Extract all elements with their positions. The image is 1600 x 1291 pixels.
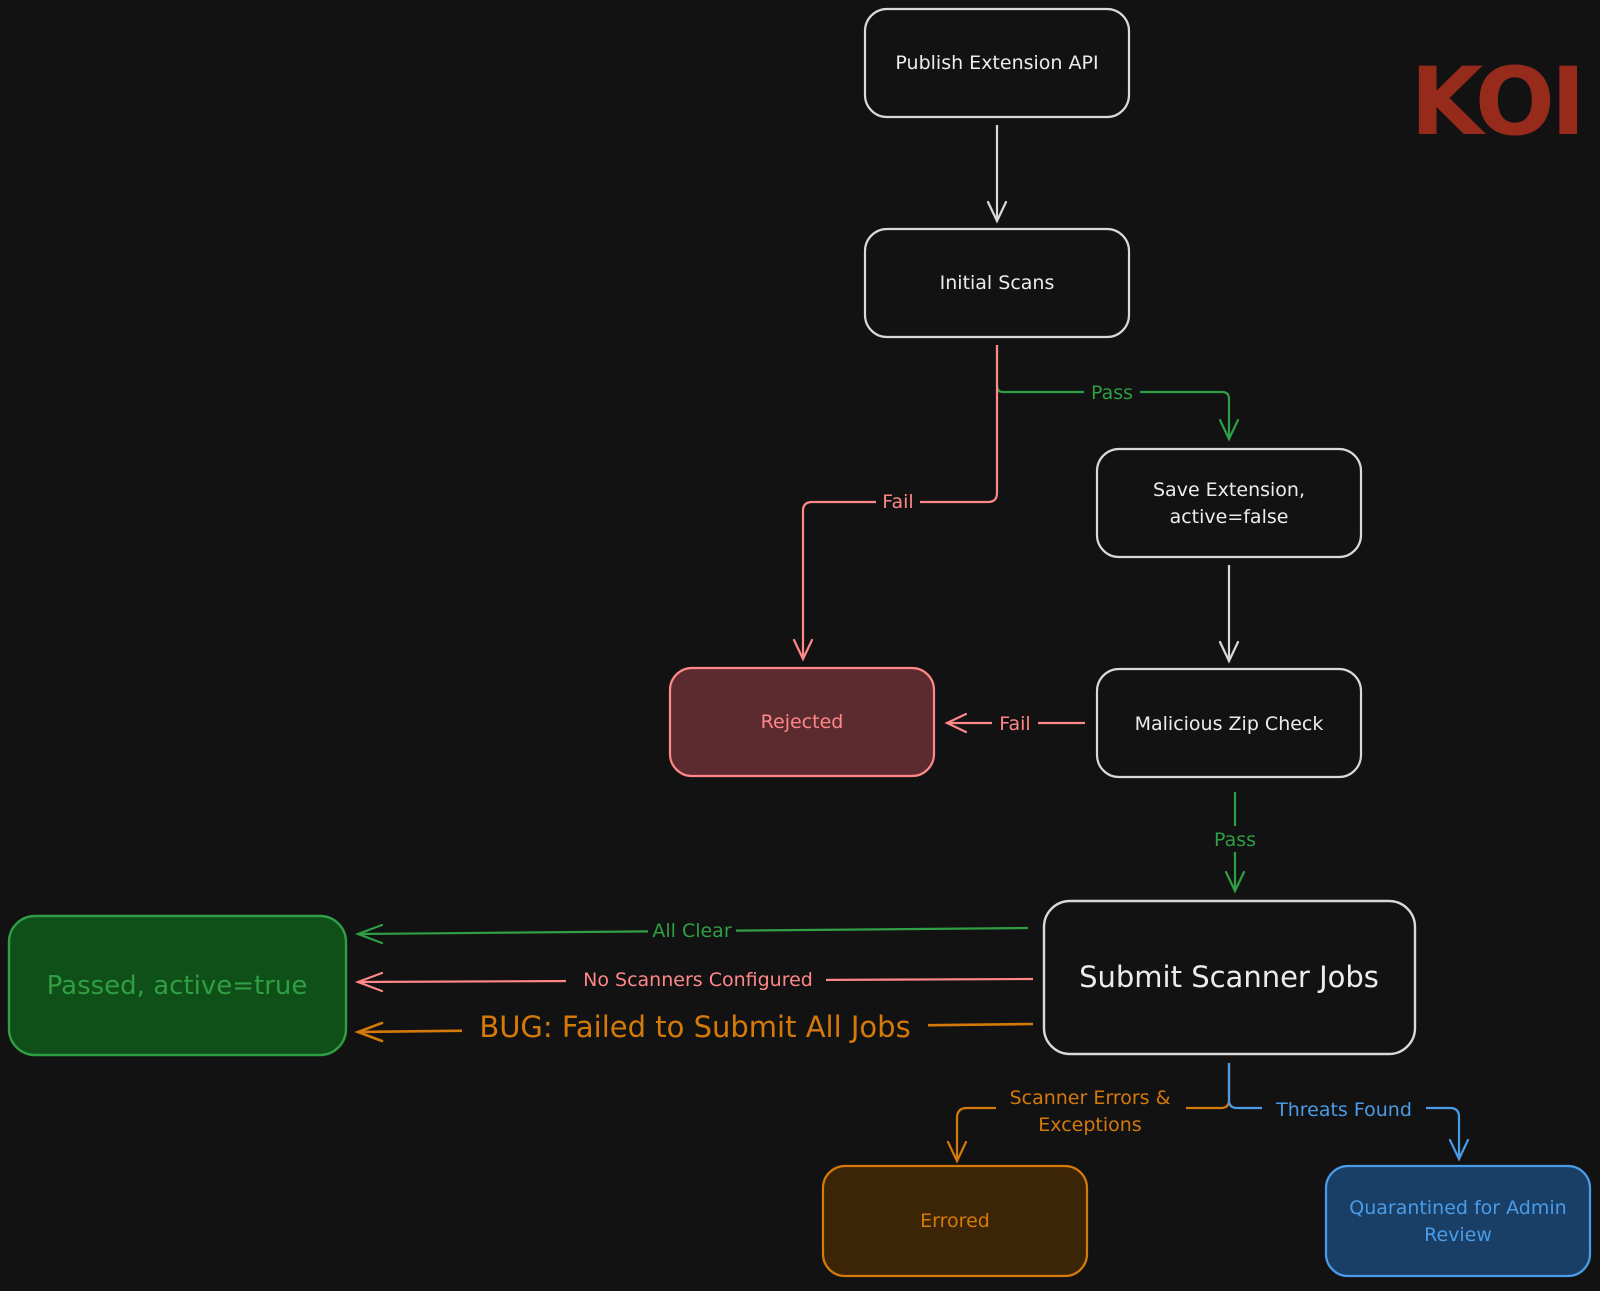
- edge-label-pass: Pass: [1091, 382, 1133, 404]
- node-label: Publish Extension API: [895, 52, 1098, 74]
- node-label: Initial Scans: [940, 272, 1055, 294]
- edge-initial-to-save-pass: Pass: [995, 345, 1240, 442]
- logo-text: KOI: [1410, 48, 1582, 157]
- edge-label-fail: Fail: [999, 713, 1030, 735]
- edge-submit-to-errored: Scanner Errors & Exceptions: [946, 1063, 1231, 1164]
- edge-submit-to-passed-all-clear: All Clear: [354, 918, 1029, 945]
- node-label: Malicious Zip Check: [1135, 713, 1324, 735]
- node-submit-scanner-jobs: Submit Scanner Jobs: [1042, 899, 1417, 1056]
- node-label: Rejected: [761, 711, 844, 733]
- edge-label-threats-found: Threats Found: [1275, 1099, 1412, 1121]
- node-label: Errored: [920, 1210, 990, 1232]
- edge-label-all-clear: All Clear: [652, 920, 731, 942]
- node-publish-extension-api: Publish Extension API: [863, 7, 1131, 119]
- edge-initial-to-rejected-fail: Fail: [792, 345, 999, 662]
- node-passed: Passed, active=true: [7, 914, 348, 1057]
- edge-submit-to-quarantined: Threats Found: [1227, 1063, 1470, 1162]
- edge-label-bug: BUG: Failed to Submit All Jobs: [479, 1010, 910, 1044]
- node-label: Quarantined for Admin: [1349, 1197, 1566, 1219]
- edge-zip-to-rejected-fail: Fail: [944, 711, 1085, 735]
- node-label-line2: Review: [1424, 1224, 1492, 1246]
- node-label-line2: active=false: [1170, 506, 1289, 528]
- edge-label-pass: Pass: [1214, 829, 1256, 851]
- edge-save-to-zip-check: [1218, 565, 1240, 664]
- edge-label-scanner-errors-line2: Exceptions: [1038, 1114, 1141, 1136]
- edge-submit-to-passed-no-scanners: No Scanners Configured: [354, 967, 1034, 993]
- edge-label-no-scanners: No Scanners Configured: [583, 969, 813, 991]
- edge-label-scanner-errors: Scanner Errors &: [1010, 1087, 1171, 1109]
- edge-submit-to-passed-bug: BUG: Failed to Submit All Jobs: [354, 1010, 1034, 1048]
- edge-publish-to-initial-scans: [986, 125, 1008, 224]
- node-initial-scans: Initial Scans: [863, 227, 1131, 339]
- node-rejected: Rejected: [668, 666, 936, 778]
- node-errored: Errored: [821, 1164, 1089, 1278]
- edge-label-fail: Fail: [882, 491, 913, 513]
- node-malicious-zip-check: Malicious Zip Check: [1095, 667, 1363, 779]
- edge-zip-to-submit-pass: Pass: [1206, 792, 1264, 894]
- node-quarantined: Quarantined for Admin Review: [1324, 1164, 1592, 1278]
- node-save-extension: Save Extension, active=false: [1095, 447, 1363, 559]
- node-label: Submit Scanner Jobs: [1079, 960, 1379, 994]
- koi-logo: KOI: [1410, 48, 1586, 157]
- node-label: Passed, active=true: [47, 971, 308, 1001]
- node-label: Save Extension,: [1153, 479, 1305, 501]
